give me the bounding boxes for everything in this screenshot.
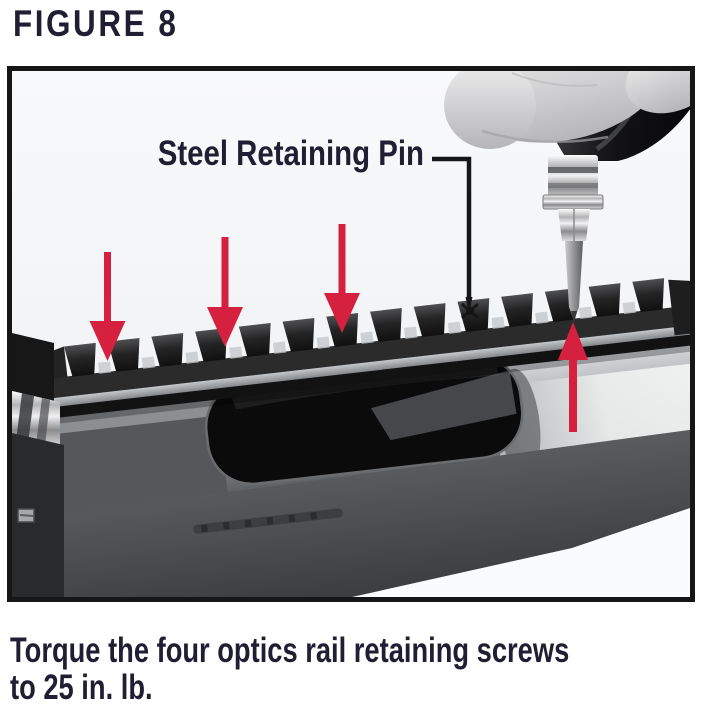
callout-line-tip xyxy=(465,297,473,313)
callout-line xyxy=(432,156,472,299)
bolt-left xyxy=(12,333,64,597)
screw-arrow-4 xyxy=(558,322,588,432)
screw-arrow-3 xyxy=(324,224,360,333)
annotations xyxy=(89,156,588,432)
screw-arrow-1 xyxy=(89,252,126,361)
background-wedge xyxy=(352,508,690,597)
rifle-photo xyxy=(12,71,690,597)
rifle-assembly xyxy=(12,278,690,597)
photo-frame: Steel Retaining Pin xyxy=(7,66,695,602)
hand xyxy=(444,71,690,149)
figure-caption: Torque the four optics rail retaining sc… xyxy=(10,632,569,706)
rail-slot-glints xyxy=(98,301,636,374)
engraving xyxy=(193,508,343,534)
receiver-highlight xyxy=(492,355,690,474)
figure-title: FIGURE 8 xyxy=(13,3,179,44)
hex-screw xyxy=(17,508,35,523)
driver-bit xyxy=(558,209,590,323)
rail-end-cap xyxy=(668,279,690,336)
driver-chuck xyxy=(542,155,604,210)
screw-arrow-2 xyxy=(207,237,243,347)
retaining-pin xyxy=(461,302,479,320)
stock xyxy=(12,418,690,597)
caption-line-1: Torque the four optics rail retaining sc… xyxy=(10,631,570,670)
caption-line-2: to 25 in. lb. xyxy=(10,668,153,707)
callout-label: Steel Retaining Pin xyxy=(157,134,424,173)
